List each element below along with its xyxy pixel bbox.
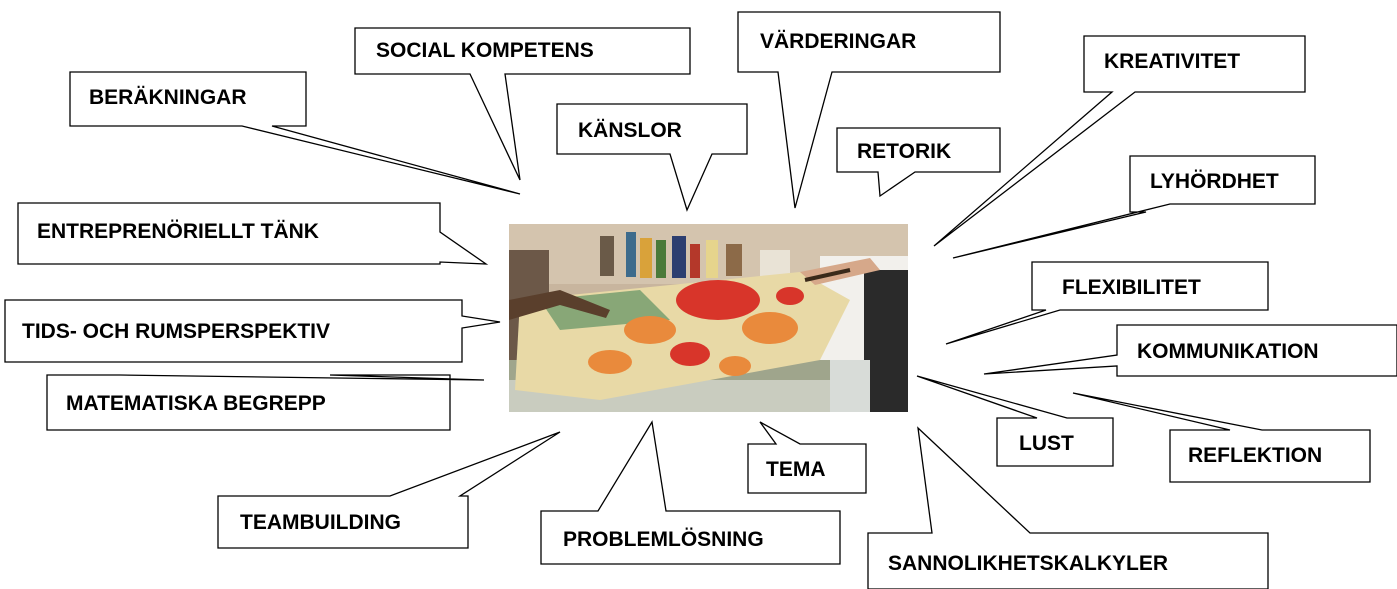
callout-kreativitet: [933, 35, 1306, 247]
callout-social-kompetens: [354, 27, 691, 181]
callout-tids-och-rum: [4, 299, 501, 363]
label-flexibilitet: FLEXIBILITET: [1062, 276, 1201, 299]
callout-sannolikhet: [867, 426, 1269, 589]
label-tids-och-rum: TIDS- OCH RUMSPERSPEKTIV: [22, 320, 330, 343]
callout-tema: [747, 421, 867, 494]
label-lyhordhet: LYHÖRDHET: [1150, 170, 1279, 193]
callout-retorik: [836, 127, 1001, 198]
label-lust: LUST: [1019, 432, 1074, 455]
callout-varderingar: [737, 11, 1001, 209]
label-sannolikhet: SANNOLIKHETSKALKYLER: [888, 552, 1168, 575]
label-kanslor: KÄNSLOR: [578, 119, 682, 142]
label-retorik: RETORIK: [857, 140, 951, 163]
label-teambuilding: TEAMBUILDING: [240, 511, 401, 534]
label-social-kompetens: SOCIAL KOMPETENS: [376, 39, 594, 62]
callout-problemlosning: [540, 420, 841, 565]
label-reflektion: REFLEKTION: [1188, 444, 1322, 467]
central-photo: [509, 224, 908, 412]
callout-flexibilitet: [945, 261, 1269, 345]
callout-lyhordhet: [952, 155, 1316, 259]
label-tema: TEMA: [766, 458, 826, 481]
label-kommunikation: KOMMUNIKATION: [1137, 340, 1319, 363]
label-entreprenoriellt: ENTREPRENÖRIELLT TÄNK: [37, 220, 319, 243]
label-berakningar: BERÄKNINGAR: [89, 86, 247, 109]
callout-matematiska: [46, 374, 485, 431]
label-problemlosning: PROBLEMLÖSNING: [563, 528, 764, 551]
callout-reflektion: [1072, 392, 1371, 483]
label-kreativitet: KREATIVITET: [1104, 50, 1240, 73]
label-varderingar: VÄRDERINGAR: [760, 30, 916, 53]
callout-teambuilding: [217, 431, 561, 549]
callout-lust: [916, 375, 1114, 467]
callout-berakningar: [69, 71, 521, 195]
callout-entreprenoriellt: [17, 202, 489, 265]
callout-kommunikation: [983, 324, 1397, 377]
callout-kanslor: [556, 103, 748, 212]
label-matematiska: MATEMATISKA BEGREPP: [66, 392, 326, 415]
